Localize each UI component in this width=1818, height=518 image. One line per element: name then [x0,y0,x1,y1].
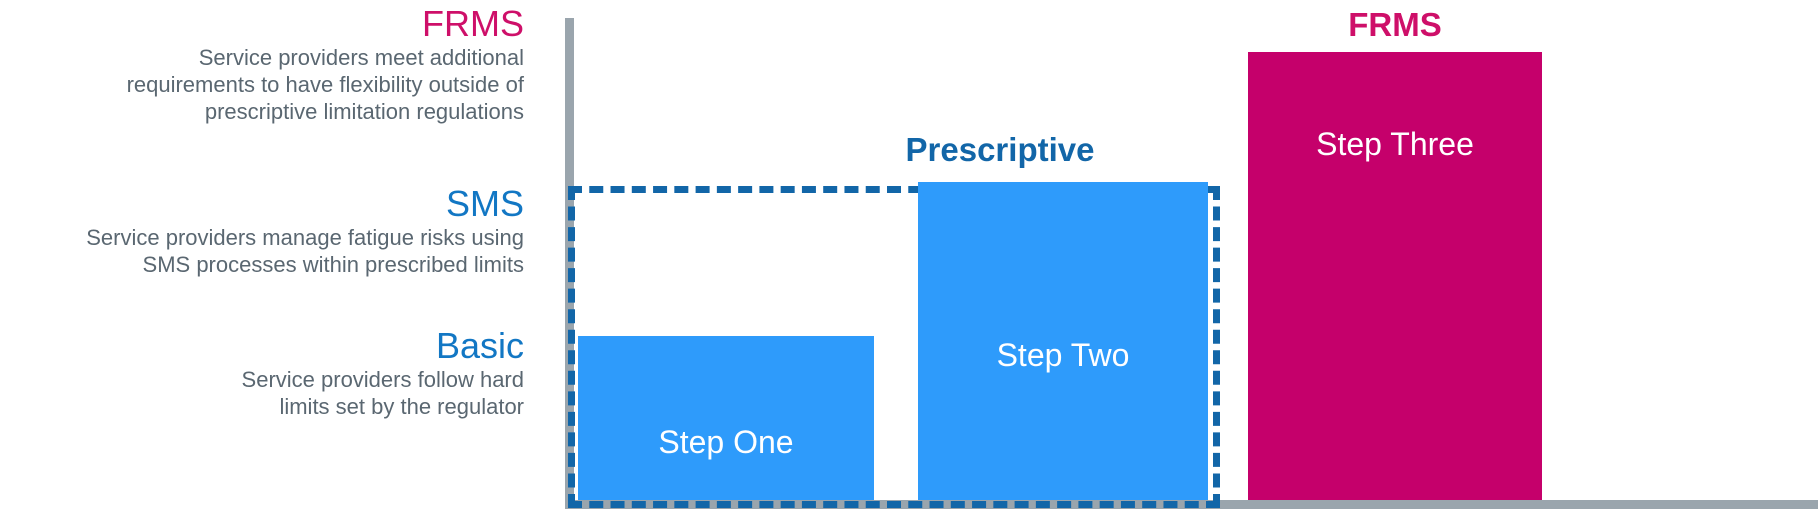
bar-step-three[interactable]: Step Three [1248,52,1542,500]
level-body-frms: Service providers meet additional requir… [0,44,524,125]
level-block-frms: FRMS Service providers meet additional r… [0,4,524,125]
level-body-line: requirements to have flexibility outside… [126,72,524,97]
level-body-line: Service providers manage fatigue risks u… [86,225,524,250]
level-body-line: Service providers follow hard [241,367,524,392]
bar-step-two[interactable]: Step Two [918,182,1208,500]
levels-description-column: FRMS Service providers meet additional r… [0,0,524,518]
prescriptive-label: Prescriptive [905,131,1095,168]
level-body-line: prescriptive limitation regulations [204,99,524,124]
level-body-basic: Service providers follow hard limits set… [0,366,524,420]
level-block-basic: Basic Service providers follow hard limi… [0,326,524,420]
level-heading-basic: Basic [435,325,524,366]
prescriptive-dashed-box [568,186,1220,508]
level-body-line: Service providers meet additional [198,45,524,70]
level-body-line: limits set by the regulator [279,394,524,419]
bar-label-step-two: Step Two [996,336,1130,373]
bar-label-step-one: Step One [658,423,794,460]
level-body-sms: Service providers manage fatigue risks u… [0,224,524,278]
bar-step-one[interactable]: Step One [578,336,874,500]
bar-chart: Prescriptive Step One Step Two Step Thre… [560,0,1818,518]
frms-annotation-label: FRMS [1348,6,1442,43]
level-heading-frms: FRMS [422,3,524,44]
bar-label-step-three: Step Three [1316,125,1474,162]
level-heading-sms: SMS [445,183,524,224]
level-body-line: SMS processes within prescribed limits [142,252,524,277]
level-block-sms: SMS Service providers manage fatigue ris… [0,184,524,278]
